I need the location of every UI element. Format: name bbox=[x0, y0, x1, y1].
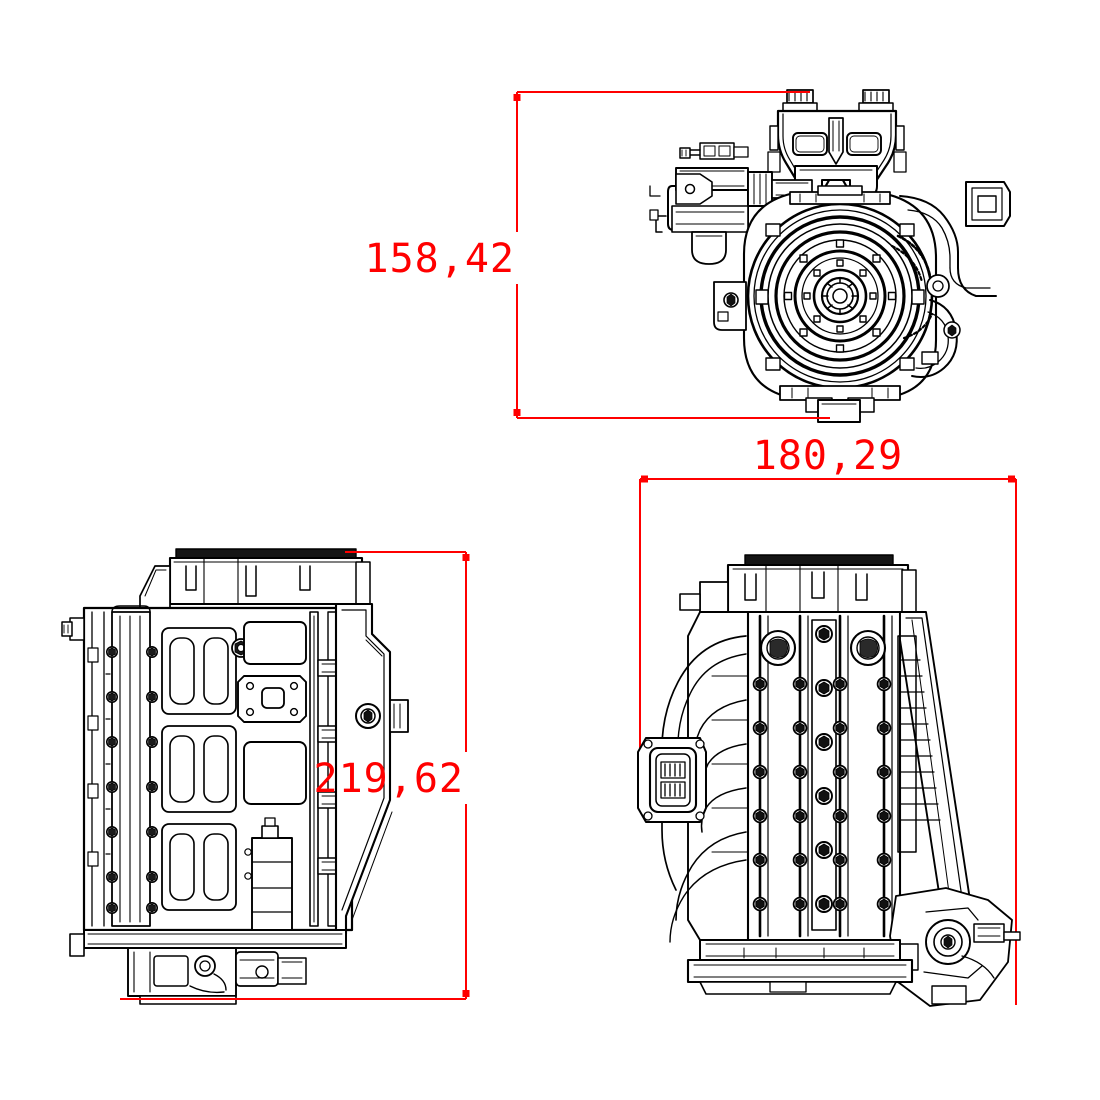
dimension-180-29 bbox=[639, 475, 1017, 1005]
access-panels bbox=[161, 627, 237, 911]
flywheel-housing bbox=[713, 185, 938, 423]
oil-pan-boss bbox=[817, 399, 861, 423]
base-flange bbox=[686, 939, 914, 995]
starter-motor bbox=[889, 887, 1021, 1007]
arrowhead-top bbox=[513, 94, 521, 101]
front-view bbox=[649, 89, 1011, 423]
mounting-plate bbox=[237, 675, 307, 723]
arrowhead-left bbox=[641, 475, 648, 483]
alternator-assembly bbox=[649, 142, 813, 265]
housing-bolt-pads bbox=[755, 223, 925, 371]
dimension-label-width: 180,29 bbox=[753, 433, 904, 479]
outer-bolt-circle bbox=[783, 239, 897, 353]
side-view bbox=[61, 548, 409, 1005]
dimension-label-length: 219,62 bbox=[314, 756, 465, 802]
exhaust-elbow bbox=[890, 181, 1011, 378]
cover-top-edge bbox=[744, 554, 894, 566]
arrowhead-bottom bbox=[513, 409, 521, 416]
top-view bbox=[637, 554, 1021, 1007]
cylinder-block bbox=[61, 605, 354, 932]
oil-filter bbox=[244, 817, 293, 931]
valve-circles bbox=[815, 625, 833, 913]
cylinder-head bbox=[746, 610, 902, 942]
intake-manifold-v bbox=[767, 89, 907, 198]
arrowhead-top bbox=[462, 554, 470, 561]
dimension-label-height: 158,42 bbox=[365, 236, 516, 282]
exhaust-manifold bbox=[637, 611, 749, 943]
valve-cover bbox=[139, 548, 371, 611]
arrowhead-bottom bbox=[462, 990, 470, 997]
arrowhead-right bbox=[1008, 475, 1015, 483]
valve-cover-top-edge bbox=[175, 548, 357, 559]
dimension-158-42 bbox=[513, 91, 830, 419]
sump-pan bbox=[69, 929, 347, 1005]
inner-bolt-circle bbox=[803, 259, 877, 333]
dimension-219-62 bbox=[120, 551, 470, 1000]
